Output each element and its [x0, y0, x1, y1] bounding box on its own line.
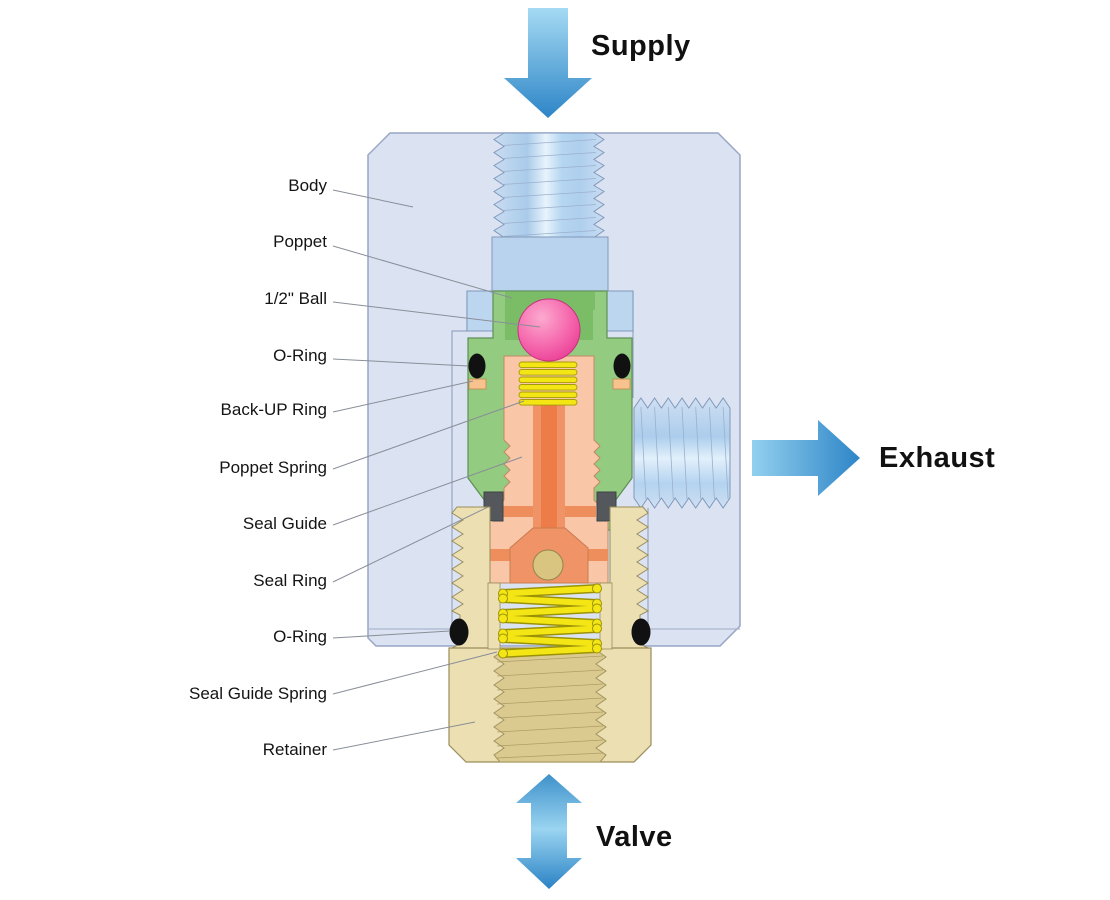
seal-guide-hole: [532, 549, 564, 581]
valve-arrow: [516, 774, 582, 889]
supply-arrow: [504, 8, 592, 118]
part-label-body: Body: [288, 176, 327, 195]
flow-label-valve: Valve: [596, 821, 673, 853]
part-label-o-ring-bottom: O-Ring: [273, 627, 327, 646]
half-inch-ball: [517, 298, 581, 362]
o-ring-upper-left: [468, 353, 486, 379]
part-label-seal-guide-spring: Seal Guide Spring: [189, 684, 327, 703]
poppet-stem-threads: [493, 132, 605, 238]
part-label-o-ring-top: O-Ring: [273, 346, 327, 365]
seal-guide-spring: [498, 583, 602, 659]
flow-label-supply: Supply: [591, 30, 691, 62]
back-up-ring-right: [612, 378, 631, 390]
part-label-back-up-ring: Back-UP Ring: [220, 400, 327, 419]
part-label-retainer: Retainer: [262, 740, 327, 759]
o-ring-lower-right: [631, 618, 651, 646]
o-ring-upper-right: [613, 353, 631, 379]
part-label-poppet: Poppet: [273, 232, 327, 251]
back-up-ring-left: [468, 378, 487, 390]
poppet-cap: [491, 236, 609, 292]
part-label-seal-guide: Seal Guide: [242, 514, 327, 533]
part-label-seal-ring: Seal Ring: [253, 571, 327, 590]
poppet-spring: [518, 361, 578, 406]
o-ring-lower-left: [449, 618, 469, 646]
leader-lines: [332, 189, 541, 751]
exhaust-port-threads: [633, 397, 731, 509]
part-label-half-inch-ball: 1/2" Ball: [264, 289, 327, 308]
flow-label-exhaust: Exhaust: [879, 442, 996, 474]
part-label-poppet-spring: Poppet Spring: [219, 458, 327, 477]
exhaust-arrow: [752, 420, 860, 496]
